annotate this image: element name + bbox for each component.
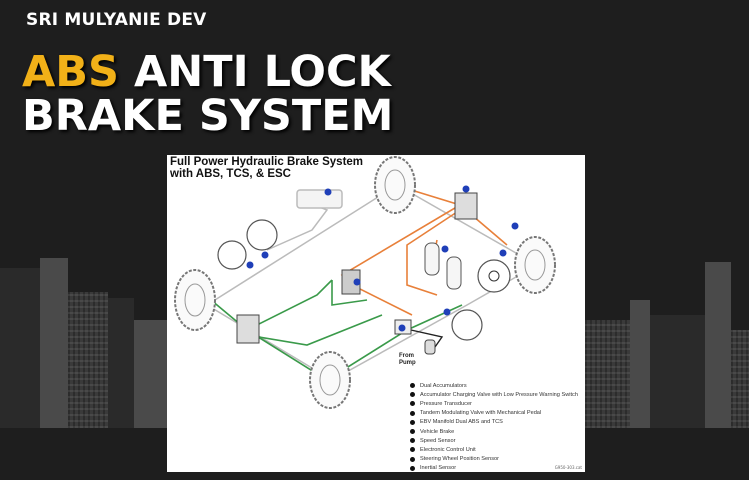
pump-icon xyxy=(424,339,436,355)
diagram-title: Full Power Hydraulic Brake System with A… xyxy=(170,156,363,180)
brake-system-diagram: Full Power Hydraulic Brake System with A… xyxy=(167,155,585,472)
bullet-icon xyxy=(410,447,415,453)
ebv-manifold-right xyxy=(454,192,478,220)
legend-item: Speed Sensor xyxy=(410,436,578,445)
legend-label: Dual Accumulators xyxy=(420,382,467,389)
title-line1: ANTI LOCK xyxy=(119,47,391,97)
legend-item: Tandem Modulating Valve with Mechanical … xyxy=(410,409,578,418)
pump-label-line2: Pump xyxy=(399,360,416,366)
title-line2: BRAKE SYSTEM xyxy=(22,91,394,141)
accumulators xyxy=(424,242,462,290)
green-hydraulic-lines xyxy=(186,279,463,381)
legend-label: Tandem Modulating Valve with Mechanical … xyxy=(420,410,542,417)
legend-item: Steering Wheel Position Sensor xyxy=(410,455,578,464)
diagram-drawing xyxy=(174,156,556,409)
bullet-icon xyxy=(410,419,415,425)
page-title: ABS ANTI LOCK BRAKE SYSTEM xyxy=(22,50,393,138)
legend-item: Pressure Transducer xyxy=(410,399,578,408)
bullet-icon xyxy=(410,392,415,398)
ebv-manifold-left xyxy=(236,314,260,344)
number-markers xyxy=(246,185,519,332)
legend-item: Dual Accumulators xyxy=(410,381,578,390)
bullet-icon xyxy=(410,401,415,407)
legend-item: Vehicle Brake xyxy=(410,427,578,436)
diagram-title-line2: with ABS, TCS, & ESC xyxy=(170,168,291,180)
legend-label: EBV Manifold Dual ABS and TCS xyxy=(420,419,503,426)
bullet-icon xyxy=(410,429,415,435)
bullet-icon xyxy=(410,456,415,462)
wheels xyxy=(174,156,556,409)
legend-label: Accumulator Charging Valve with Low Pres… xyxy=(420,391,578,398)
diagram-title-line1: Full Power Hydraulic Brake System xyxy=(170,156,364,168)
legend-label: Electronic Control Unit xyxy=(420,446,476,453)
title-highlight: ABS xyxy=(22,47,120,97)
legend-label: Steering Wheel Position Sensor xyxy=(420,456,499,463)
pump-label: From Pump xyxy=(399,353,416,367)
pump-line xyxy=(401,327,444,348)
legend-label: Pressure Transducer xyxy=(420,400,472,407)
legend-item: Accumulator Charging Valve with Low Pres… xyxy=(410,390,578,399)
figure-code: G950-303.cat xyxy=(554,465,582,470)
legend-item: Electronic Control Unit xyxy=(410,445,578,454)
legend-item: Inertial Sensor xyxy=(410,464,578,473)
pump-label-line1: From xyxy=(399,353,414,359)
callout-circles xyxy=(217,219,511,341)
bullet-icon xyxy=(410,410,415,416)
legend-label: Speed Sensor xyxy=(420,437,456,444)
legend-label: Vehicle Brake xyxy=(420,428,455,435)
author-name: SRI MULYANIE DEV xyxy=(26,10,207,30)
bullet-icon xyxy=(410,465,415,471)
legend-label: Inertial Sensor xyxy=(420,465,457,472)
bullet-icon xyxy=(410,438,415,444)
bullet-icon xyxy=(410,383,415,389)
legend: Dual Accumulators Accumulator Charging V… xyxy=(410,381,578,473)
legend-item: EBV Manifold Dual ABS and TCS xyxy=(410,418,578,427)
